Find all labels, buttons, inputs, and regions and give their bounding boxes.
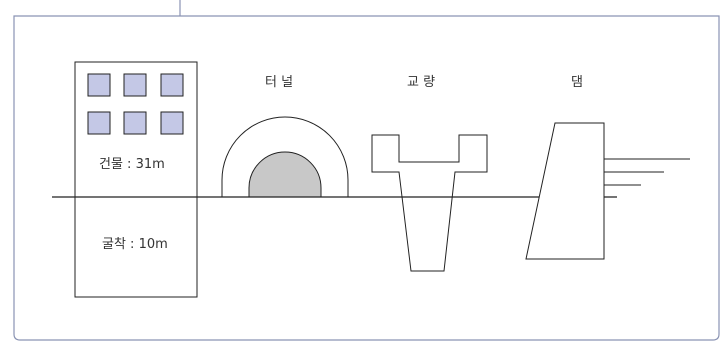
building-outline bbox=[75, 62, 197, 297]
building: 건물 : 31m 굴착 : 10m bbox=[75, 62, 197, 297]
tunnel: 터 널 bbox=[222, 75, 348, 197]
building-window bbox=[161, 74, 183, 96]
dam-body bbox=[526, 123, 604, 259]
building-window bbox=[124, 112, 146, 134]
tunnel-label: 터 널 bbox=[265, 75, 293, 90]
building-window bbox=[88, 112, 110, 134]
dam: 댐 bbox=[526, 75, 690, 259]
bridge: 교 량 bbox=[372, 75, 487, 271]
excavation-depth-label: 굴착 : 10m bbox=[102, 237, 168, 252]
diagram-frame bbox=[14, 16, 719, 340]
building-window bbox=[161, 112, 183, 134]
bridge-structure bbox=[372, 135, 487, 271]
dam-label: 댐 bbox=[571, 75, 583, 90]
bridge-label: 교 량 bbox=[407, 75, 435, 90]
building-window bbox=[124, 74, 146, 96]
building-window bbox=[88, 74, 110, 96]
building-height-label: 건물 : 31m bbox=[99, 157, 165, 172]
